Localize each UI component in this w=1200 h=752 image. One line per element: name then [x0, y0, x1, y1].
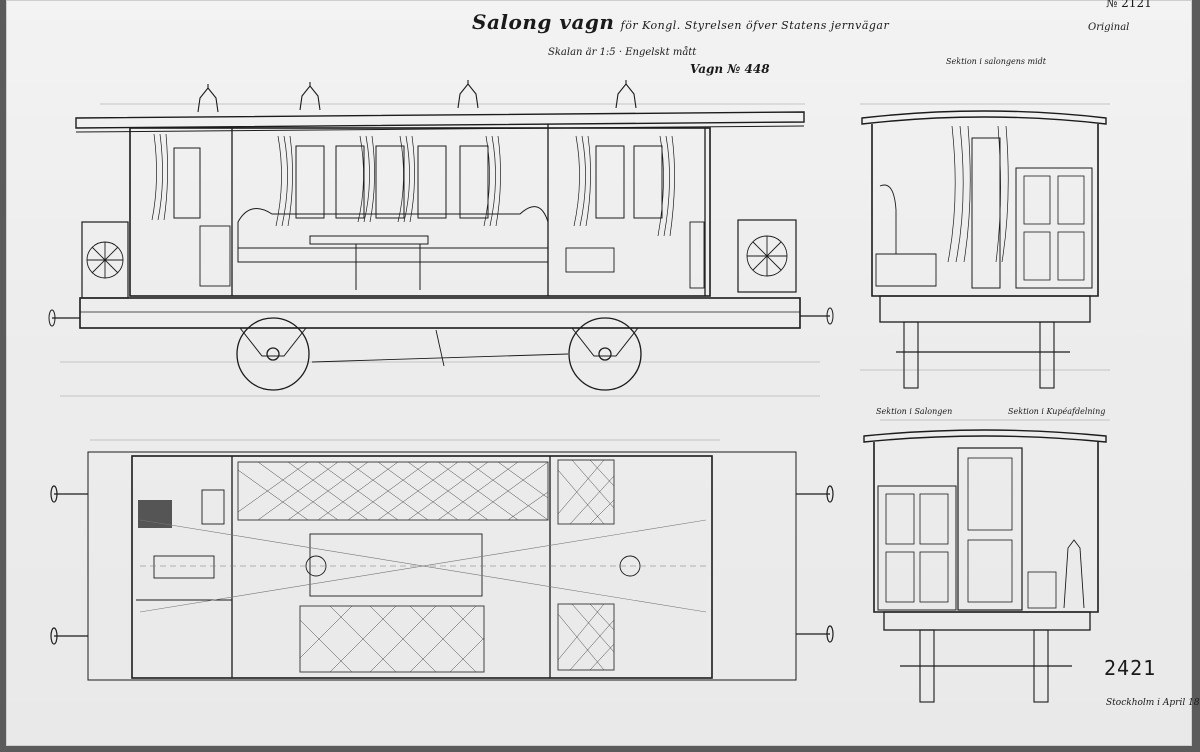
end-view-top-label: Sektion i salongens midt [946, 57, 1046, 66]
side-elevation [48, 80, 834, 391]
drawing-number: 2421 [1104, 656, 1157, 680]
end-section-bottom [863, 429, 1107, 703]
end-section-top [861, 110, 1107, 389]
end-view-bottom-left-label: Sektion i Salongen [876, 407, 953, 416]
sofa [237, 206, 549, 290]
document-number: № 2121 [1106, 0, 1152, 10]
plan-buffers [50, 485, 834, 645]
scale-note: Skalan är 1:5 · Engelskt mått [548, 47, 697, 58]
drawing-title: Salong vagn för Kongl. Styrelsen öfver S… [472, 10, 889, 34]
plan-view [50, 451, 834, 681]
title-subtitle: för Kongl. Styrelsen öfver Statens jernv… [620, 19, 890, 32]
plan-sofas [237, 459, 615, 673]
curtains [151, 133, 675, 237]
title-main: Salong vagn [472, 10, 615, 34]
construction-lines [60, 103, 1110, 441]
wheels [236, 317, 642, 391]
signature: Stockholm i April 18… [1106, 698, 1200, 708]
wagon-number: Vagn № 448 [690, 62, 770, 76]
original-note: Original [1088, 22, 1130, 33]
end-view-bottom-right-label: Sektion i Kupéafdelning [1008, 407, 1106, 416]
railing-ornaments [86, 235, 788, 279]
side-windows [173, 145, 663, 219]
roof-lamps [197, 80, 637, 113]
